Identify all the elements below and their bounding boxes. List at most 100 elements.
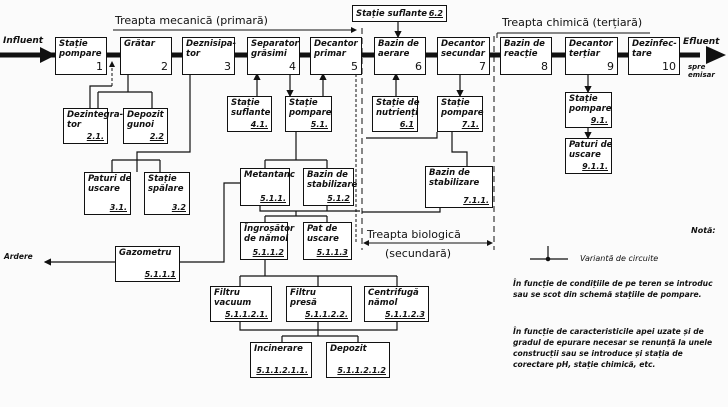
process-box-number: 7	[479, 60, 486, 73]
process-box-label: Stație pompare	[441, 98, 484, 118]
process-box-number: 9.1.1.	[582, 162, 608, 171]
process-box-label: Bazin de stabilizare	[307, 170, 358, 190]
process-box-label: Dezinfec- tare	[632, 39, 677, 59]
process-box-label: Metantanc	[244, 170, 295, 180]
process-box-number: 5.1.1.2.2.	[304, 310, 348, 319]
process-box-number: 5.1.1.2.1.1.	[256, 366, 308, 375]
stage-chemical-label: Treapta chimică (terțiară)	[502, 16, 643, 29]
process-box-label: Filtru vacuum	[214, 288, 252, 308]
ardere-label: Ardere	[4, 252, 33, 261]
process-box-label: Depozit	[330, 344, 367, 354]
process-box-number: 3.2	[171, 203, 186, 212]
stage-biological-sublabel: (secundară)	[385, 247, 452, 260]
process-box-number: 8	[541, 60, 548, 73]
process-box-number: 5.1.1.2.3	[385, 310, 425, 319]
process-box-number: 5.1.1.3	[316, 248, 348, 257]
process-box-label: Decantor terțiar	[569, 39, 613, 59]
process-box-label: Deznisipa- tor	[186, 39, 237, 59]
process-box-label: Grătar	[124, 39, 155, 49]
process-box-label: Pat de uscare	[307, 224, 339, 244]
process-box-label: Incinerare	[254, 344, 303, 354]
process-box-label: Paturi de uscare	[569, 140, 613, 160]
process-box-label: Stație suflante	[231, 98, 271, 118]
process-box-5-1-1-2: Îngroșător de nămol 5.1.1.2	[240, 222, 294, 260]
process-box-number: 7.1.1.	[463, 196, 489, 205]
influent-arrowhead	[40, 47, 56, 63]
process-box-label: Îngroșător de nămol	[244, 224, 295, 244]
effluent-arrowhead	[706, 46, 726, 64]
process-box-label: Stație spălare	[148, 174, 184, 194]
note-pumping-stations: În funcție de condițiile de pe teren se …	[513, 279, 713, 299]
process-box-label: Stație pompare	[289, 98, 332, 118]
process-box-number: 6.2	[428, 8, 443, 18]
process-box-number: 5.1.1.1	[144, 270, 176, 279]
process-box-number: 4.1.	[250, 120, 268, 129]
process-box-label: Decantor primar	[314, 39, 358, 59]
process-box-3-2: Stație spălare 3.2	[144, 172, 190, 215]
stage-mechanical-label: Treapta mecanică (primară)	[115, 14, 268, 27]
process-box-5-1-1-2-2: Filtru presă 5.1.1.2.2.	[286, 286, 352, 322]
process-box-number: 1	[96, 60, 103, 73]
process-box-label: Stație pompare	[59, 39, 102, 59]
process-box-label: Stație pompare	[569, 94, 612, 114]
process-box-label: Decantor secundar	[441, 39, 485, 59]
process-box-number: 5.1.1.	[260, 194, 286, 203]
process-box-label: Centrifugă nămol	[368, 288, 419, 308]
process-box-5-1-1-2-1: Filtru vacuum 5.1.1.2.1.	[210, 286, 272, 322]
process-box-label: Paturi de uscare	[88, 174, 132, 194]
effluent-label: Efluent	[683, 37, 720, 47]
process-box-number: 6.1	[399, 120, 414, 129]
process-box-5-1-1-1: Gazometru 5.1.1.1	[115, 246, 180, 282]
process-box-label: Separator grăsimi	[251, 39, 299, 59]
process-box-label: Stație suflante	[356, 8, 428, 19]
process-box-6-1: Stație de nutrienți 6.1	[372, 96, 420, 132]
process-box-5-1-1-2-3: Centrifugă nămol 5.1.1.2.3	[364, 286, 429, 322]
process-box-5-1-1-3: Pat de uscare 5.1.1.3	[303, 222, 352, 260]
process-box-9-1-1: Paturi de uscare 9.1.1.	[565, 138, 612, 174]
process-box-number: 2.2	[149, 132, 164, 141]
process-box-label: Bazin de aerare	[378, 39, 419, 59]
process-box-number: 5.1.2	[327, 194, 350, 203]
process-box-2-2: Depozit gunoi 2.2	[123, 108, 168, 144]
process-box-number: 5.1.1.2.1.	[224, 310, 268, 319]
process-box-number: 10	[662, 60, 676, 73]
note-water-characteristics: În funcție de caracteristicile apei uzat…	[513, 327, 713, 369]
process-box-number: 4	[289, 60, 296, 73]
process-box-number: 7.1.	[461, 120, 479, 129]
process-box-label: Filtru presă	[290, 288, 317, 308]
process-box-number: 2	[161, 60, 168, 73]
process-box-number: 6	[415, 60, 422, 73]
process-box-2: Grătar 2	[120, 37, 172, 75]
process-box-number: 3	[224, 60, 231, 73]
process-box-label: Gazometru	[119, 248, 172, 258]
process-box-number: 5	[351, 60, 358, 73]
legend-title: Notă:	[691, 226, 716, 235]
process-box-number: 5.1.1.2	[252, 248, 284, 257]
process-box-2-1: Dezintegra- tor 2.1.	[63, 108, 123, 144]
process-box-5-1-1-2-1-1: Incinerare 5.1.1.2.1.1.	[250, 342, 312, 378]
process-box-label: Dezintegra- tor	[67, 110, 124, 130]
process-box-label: Depozit gunoi	[127, 110, 164, 130]
process-box-number: 9	[607, 60, 614, 73]
process-box-5-1-2: Bazin de stabilizare 5.1.2	[303, 168, 358, 206]
process-box-number: 2.1.	[86, 132, 104, 141]
process-box-label: Bazin de reacție	[504, 39, 545, 59]
effluent-destination-label: spre emisar	[688, 63, 715, 79]
process-box-label: Stație de nutrienți	[376, 98, 420, 118]
influent-label: Influent	[3, 36, 44, 46]
